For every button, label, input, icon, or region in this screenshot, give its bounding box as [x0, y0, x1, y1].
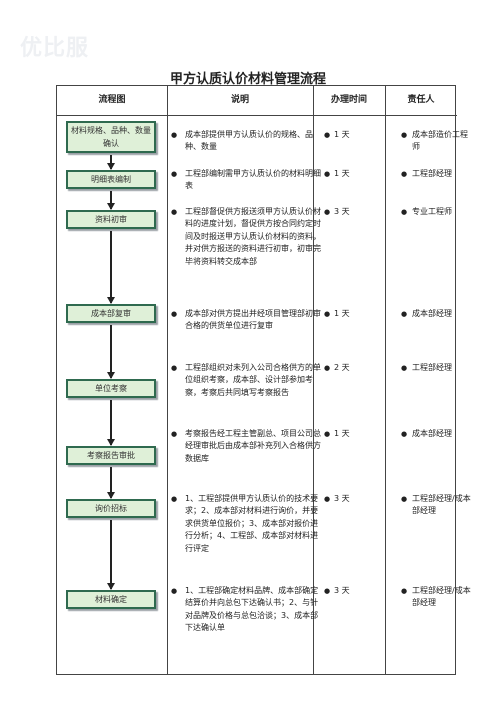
bullet-icon: ● — [401, 310, 408, 318]
flow-arrow — [107, 467, 115, 499]
row-responsible: ●成本部经理 — [401, 308, 474, 320]
flow-arrow — [107, 231, 115, 304]
header-time: 办理时间 — [330, 95, 367, 105]
column-divider — [313, 86, 314, 674]
row-time: ●2 天 — [324, 362, 394, 374]
row-time: ●3 天 — [324, 585, 394, 597]
bullet-icon: ● — [401, 208, 408, 216]
flow-node-report-approval: 考察报告审批 — [66, 446, 156, 465]
row-description: ●成本部对供方提出并经项目管理部初审合格的供货单位进行复审 — [171, 309, 321, 331]
row-description: ●工程部组织对未列入公司合格供方的单位组织考察，成本部、设计部参加考察，考察后共… — [171, 363, 321, 397]
flow-node-list-compile: 明细表编制 — [66, 170, 156, 189]
row-time: ●3 天 — [324, 493, 394, 505]
watermark-logo: 优比服 — [20, 35, 90, 61]
row-description: ●成本部提供甲方认质认价的规格、品种、数量 — [171, 130, 313, 152]
bullet-icon: ● — [324, 170, 331, 178]
row-description: ●考察报告经工程主管副总、项目公司总经理审批后由成本部补充列入合格供方数据库 — [171, 429, 321, 463]
bullet-icon: ● — [401, 495, 408, 503]
bullet-icon: ● — [171, 170, 178, 178]
row-description: ●工程部督促供方报送须甲方认质认价材料的进度计划，督促供方按合同约定时间及时报送… — [171, 207, 321, 266]
row-time: ●1 天 — [324, 129, 394, 141]
flow-node-site-inspection: 单位考察 — [66, 379, 156, 398]
flow-arrow — [107, 191, 115, 210]
bullet-icon: ● — [401, 364, 408, 372]
table-header: 流程图 说明 办理时间 责任人 — [57, 86, 457, 116]
flow-node-inquiry-bidding: 询价招标 — [66, 499, 156, 518]
row-responsible: ●成本部造价工程师 — [401, 130, 468, 152]
flow-node-cost-review: 成本部复审 — [66, 304, 156, 323]
bullet-icon: ● — [171, 310, 178, 318]
bullet-icon: ● — [324, 430, 331, 438]
row-responsible: ●工程部经理 — [401, 168, 474, 180]
row-time: ●3 天 — [324, 206, 394, 218]
header-flowchart: 流程图 — [98, 95, 126, 105]
flow-arrow — [107, 520, 115, 590]
bullet-icon: ● — [324, 495, 331, 503]
header-description: 说明 — [230, 95, 249, 105]
flow-arrow — [107, 155, 115, 170]
row-responsible: ●工程部经理/成本部经理 — [401, 494, 471, 516]
document-title: 甲方认质认价材料管理流程 — [169, 72, 326, 87]
bullet-icon: ● — [324, 131, 331, 139]
bullet-icon: ● — [401, 170, 408, 178]
row-responsible: ●专业工程师 — [401, 206, 474, 218]
row-responsible: ●工程部经理 — [401, 362, 474, 374]
row-responsible: ●成本部经理 — [401, 428, 474, 440]
bullet-icon: ● — [171, 587, 178, 595]
bullet-icon: ● — [171, 430, 178, 438]
column-divider — [385, 86, 386, 674]
bullet-icon: ● — [171, 208, 178, 216]
row-time: ●1 天 — [324, 168, 394, 180]
bullet-icon: ● — [324, 587, 331, 595]
bullet-icon: ● — [171, 364, 178, 372]
row-description: ●1、工程部确定材料品牌、成本部确定结算价并向总包下达确认书；2、与针对品牌及价… — [171, 586, 319, 633]
row-description: ●工程部编制需甲方认质认价的材料明细表 — [171, 169, 321, 191]
bullet-icon: ● — [324, 208, 331, 216]
bullet-icon: ● — [401, 587, 408, 595]
flow-node-spec-confirm: 材料规格、品种、数量确认 — [66, 121, 156, 153]
row-responsible: ●工程部经理/成本部经理 — [401, 586, 471, 608]
bullet-icon: ● — [324, 310, 331, 318]
row-description: ●1、工程部提供甲方认质认价的技术要求；2、成本部对材料进行询价，并要求供货单位… — [171, 494, 319, 553]
row-time: ●1 天 — [324, 308, 394, 320]
header-responsible: 责任人 — [407, 95, 435, 105]
column-divider — [167, 86, 168, 674]
bullet-icon: ● — [171, 131, 178, 139]
flow-node-material-confirm: 材料确定 — [66, 590, 156, 609]
flow-arrow — [107, 325, 115, 379]
row-time: ●1 天 — [324, 428, 394, 440]
bullet-icon: ● — [171, 495, 178, 503]
flow-arrow — [107, 400, 115, 446]
bullet-icon: ● — [401, 430, 408, 438]
process-table: 流程图 说明 办理时间 责任人 材料规格、品种、数量确认 明细表编制 资料初审 … — [56, 85, 471, 675]
bullet-icon: ● — [324, 364, 331, 372]
flow-node-initial-review: 资料初审 — [66, 210, 156, 229]
bullet-icon: ● — [401, 131, 408, 139]
